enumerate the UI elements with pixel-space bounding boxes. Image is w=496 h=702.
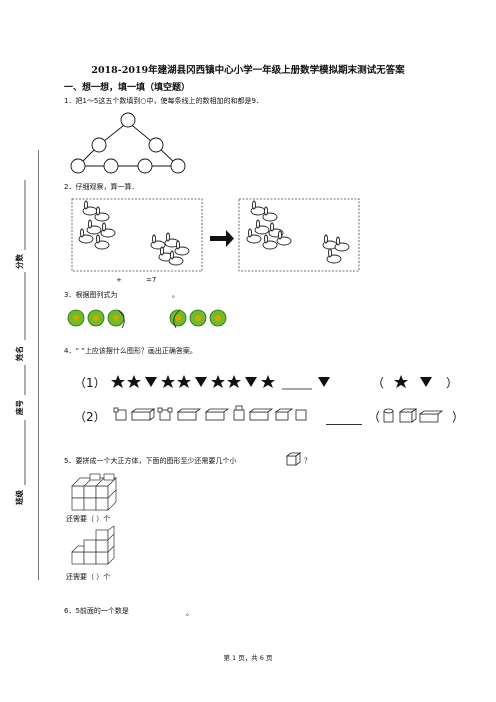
shape-pattern-row-1 — [111, 375, 330, 390]
row-1-answer-choices — [394, 375, 432, 388]
shape-pattern-row-2 — [113, 405, 307, 421]
formula-equals: =7 — [146, 276, 157, 284]
answer-line-1: 还需要（ ）个 — [66, 515, 111, 523]
question-1: 1．把1～5这五个数填到○中，使每条线上的数相加的和都是9． — [64, 97, 263, 105]
cube-stack-2 — [71, 525, 115, 565]
binding-line — [38, 150, 39, 580]
rabbit-picture — [71, 198, 360, 272]
question-3-end: 。 — [172, 291, 179, 299]
page-title: 2018-2019年建湖县冈西镇中心小学一年级上册数学模拟期末测试无答案 — [91, 65, 405, 76]
question-2: 2．仔细观察，算一算． — [64, 183, 139, 191]
formula-plus: + — [116, 276, 122, 284]
question-6-end: 。 — [186, 609, 193, 617]
answer-line-2: 还需要（ ）个 — [66, 573, 111, 581]
question-4: 4．“ ”上应该摆什么图形？画出正确答案。 — [64, 347, 197, 355]
answer-blank — [326, 424, 362, 425]
row-1-paren-open: （ — [372, 376, 385, 390]
apple-picture — [67, 309, 227, 329]
small-cube-icon — [285, 452, 302, 466]
question-6: 6．5前面的一个数是 — [64, 607, 129, 615]
circle-triangle-diagram — [70, 112, 186, 174]
row-2-paren-open: （ — [368, 410, 381, 424]
question-3: 3．根据图列式为 — [64, 291, 118, 299]
row-2-answer-choices — [383, 408, 444, 423]
row-2-label: （2） — [74, 410, 106, 424]
page-footer: 第 1 页，共 6 页 — [223, 654, 273, 662]
question-5-end: ？ — [304, 457, 311, 465]
section-heading: 一、想一想，填一填（填空题） — [64, 83, 191, 93]
row-2-paren-close: ） — [452, 410, 465, 424]
row-1-paren-close: ） — [446, 376, 459, 390]
question-5: 5．要拼成一个大正方体，下面的图形至少还需要几个小 — [64, 457, 237, 465]
cube-stack-1 — [71, 473, 117, 511]
row-1-label: （1） — [74, 376, 106, 390]
